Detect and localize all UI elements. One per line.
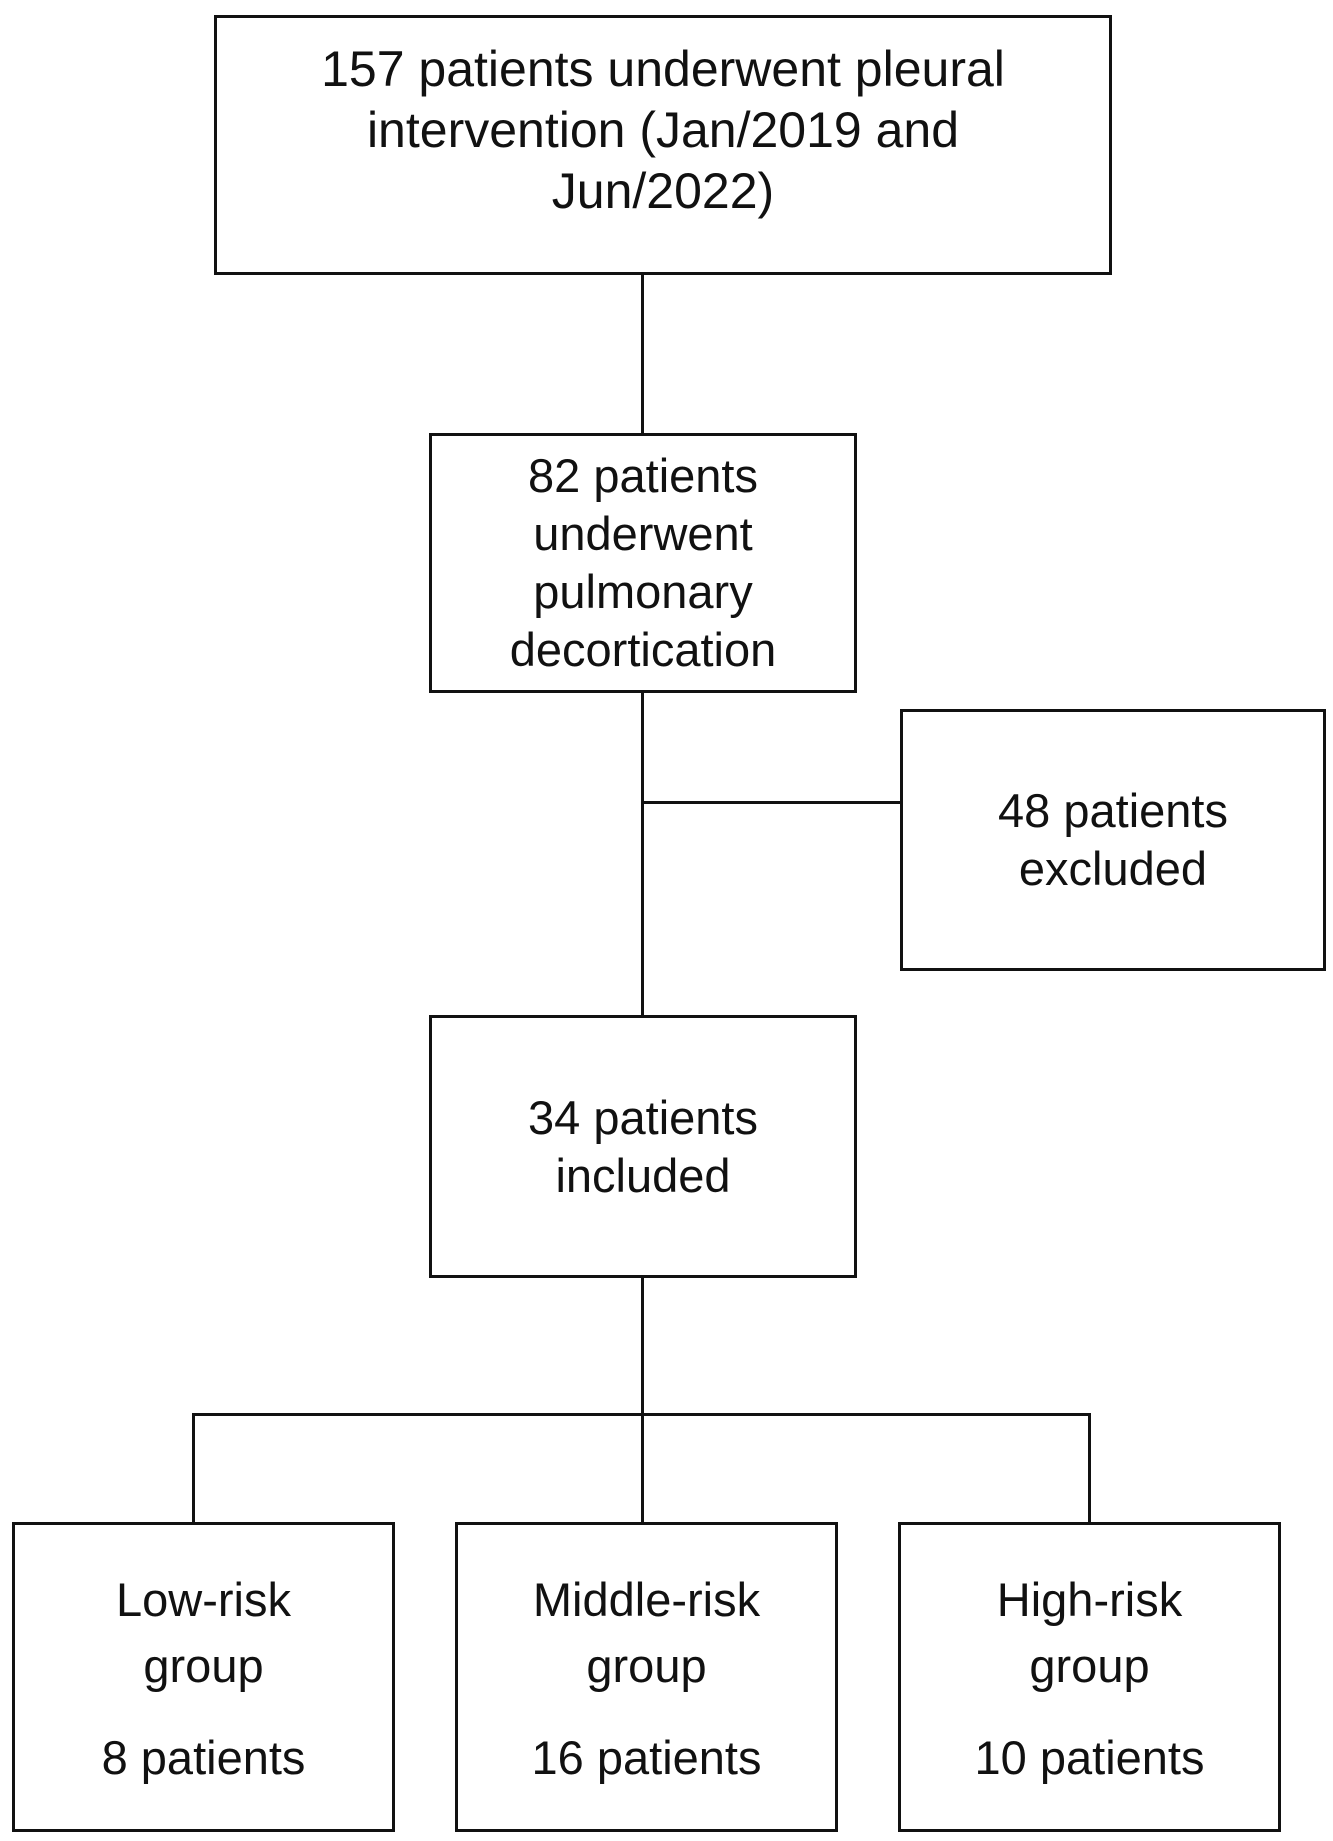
decortication-box: 82 patients underwent pulmonary decortic…	[429, 433, 857, 693]
excluded-box: 48 patients excluded	[900, 709, 1326, 971]
connector-groups-bar	[192, 1413, 1091, 1416]
excluded-line-1: 48 patients	[998, 784, 1228, 837]
total-line-2: intervention (Jan/2019 and	[366, 101, 960, 158]
connector-included-down	[641, 1278, 644, 1522]
included-line-2: included	[555, 1148, 731, 1202]
total-line-3: Jun/2022)	[551, 162, 775, 219]
decortication-line-1: 82 patients	[528, 449, 758, 502]
low-risk-group-box: Low-risk group 8 patients	[12, 1522, 395, 1832]
high-risk-count: 10 patients	[974, 1731, 1205, 1784]
low-risk-count: 8 patients	[101, 1731, 306, 1784]
excluded-line-2: excluded	[1018, 842, 1208, 895]
connector-total-to-decortication	[641, 275, 644, 433]
high-risk-group-box: High-risk group 10 patients	[898, 1522, 1281, 1832]
middle-risk-group-box: Middle-risk group 16 patients	[455, 1522, 838, 1832]
total-line-1: 157 patients underwent pleural	[321, 40, 1005, 97]
high-risk-label-1: High-risk	[996, 1573, 1183, 1626]
low-risk-label-2: group	[143, 1639, 264, 1692]
connector-to-high-risk	[1088, 1413, 1091, 1522]
decortication-line-3: pulmonary	[533, 565, 753, 618]
connector-decortication-to-included	[641, 693, 644, 1015]
included-box: 34 patients included	[429, 1015, 857, 1278]
decortication-line-4: decortication	[509, 623, 777, 676]
middle-risk-count: 16 patients	[531, 1731, 762, 1784]
connector-to-excluded	[641, 801, 900, 804]
connector-to-low-risk	[192, 1413, 195, 1522]
decortication-line-2: underwent	[533, 507, 753, 560]
middle-risk-label-1: Middle-risk	[532, 1573, 761, 1626]
middle-risk-label-2: group	[586, 1639, 707, 1692]
included-line-1: 34 patients	[528, 1090, 758, 1144]
total-patients-box: 157 patients underwent pleural intervent…	[214, 15, 1112, 275]
high-risk-label-2: group	[1029, 1639, 1150, 1692]
low-risk-label-1: Low-risk	[116, 1573, 291, 1626]
